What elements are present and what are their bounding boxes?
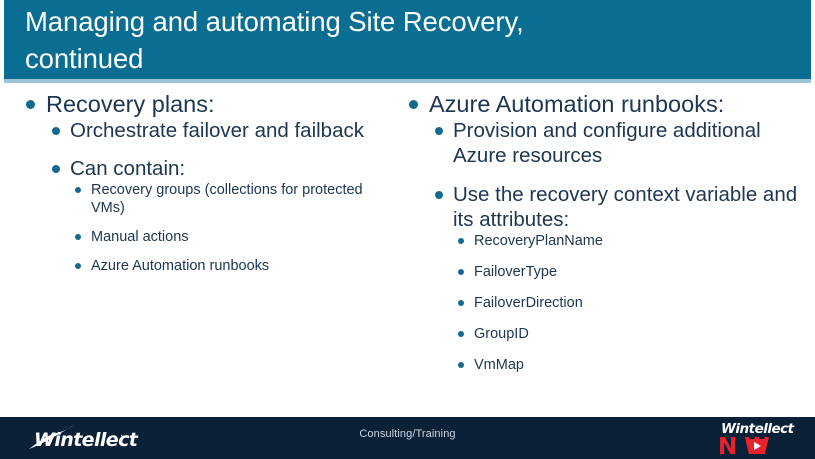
list-item-label: Azure Automation runbooks xyxy=(91,258,270,274)
wintellect-now-wordmark-top: Wintellect xyxy=(721,421,794,437)
list-item: Azure Automation runbooks: Provision and… xyxy=(405,90,805,374)
list-item: GroupID xyxy=(453,325,805,343)
bullet-dot-icon xyxy=(458,238,464,244)
list-item-label: Recovery groups (collections for protect… xyxy=(91,182,363,216)
list-item: Can contain: Recovery groups (collection… xyxy=(46,156,397,275)
list-item-label: VmMap xyxy=(474,357,524,373)
bullet-dot-icon xyxy=(52,165,60,173)
bullet-dot-icon xyxy=(52,127,60,135)
bullet-list-level1-left: Recovery plans: Orchestrate failover and… xyxy=(22,90,397,275)
list-item: Orchestrate failover and failback xyxy=(46,118,397,143)
wintellect-wordmark: Wintellect xyxy=(34,429,138,451)
list-item-label: Manual actions xyxy=(91,229,189,245)
bullet-dot-icon xyxy=(458,269,464,275)
bullet-list-level3-left: Recovery groups (collections for protect… xyxy=(70,181,397,275)
list-item-label: Provision and configure additional Azure… xyxy=(453,119,761,167)
list-item-label: Recovery plans: xyxy=(46,91,215,117)
wintellect-swoosh-icon xyxy=(29,425,74,449)
left-content-column: Recovery plans: Orchestrate failover and… xyxy=(22,90,397,288)
list-item-label: RecoveryPlanName xyxy=(474,233,603,249)
footer-tagline: Consulting/Training xyxy=(359,428,456,440)
bullet-dot-icon xyxy=(26,100,35,109)
bullet-dot-icon xyxy=(75,263,81,269)
list-item-label: Azure Automation runbooks: xyxy=(429,91,725,117)
bullet-list-level2-right: Provision and configure additional Azure… xyxy=(429,118,805,374)
wintellect-logo: Wintellect · xyxy=(28,424,168,454)
list-item: Recovery groups (collections for protect… xyxy=(70,181,397,217)
list-item-label: FailoverDirection xyxy=(474,295,583,311)
bullet-dot-icon xyxy=(458,331,464,337)
list-item-label: Use the recovery context variable and it… xyxy=(453,183,798,231)
list-item-label: Orchestrate failover and failback xyxy=(70,119,364,142)
list-item: FailoverDirection xyxy=(453,294,805,312)
wintellect-registered-mark: · xyxy=(120,430,124,441)
list-item: FailoverType xyxy=(453,263,805,281)
list-item: RecoveryPlanName xyxy=(453,232,805,250)
list-item: Azure Automation runbooks xyxy=(70,257,397,275)
title-band xyxy=(4,0,811,79)
play-triangle-icon xyxy=(754,442,761,450)
list-item: Provision and configure additional Azure… xyxy=(429,118,805,168)
bullet-list-level1-right: Azure Automation runbooks: Provision and… xyxy=(405,90,805,374)
title-underline-accent xyxy=(4,79,811,83)
bullet-dot-icon xyxy=(435,127,443,135)
right-content-column: Azure Automation runbooks: Provision and… xyxy=(405,90,805,388)
bullet-dot-icon xyxy=(75,234,81,240)
list-item-label: GroupID xyxy=(474,326,529,342)
bullet-list-level2-left: Orchestrate failover and failback Can co… xyxy=(46,118,397,275)
bullet-list-level3-right: RecoveryPlanName FailoverType FailoverDi… xyxy=(453,232,805,374)
footer-band xyxy=(0,417,815,459)
list-item: Manual actions xyxy=(70,228,397,246)
bullet-dot-icon xyxy=(458,300,464,306)
list-item: Use the recovery context variable and it… xyxy=(429,182,805,374)
bullet-dot-icon xyxy=(458,362,464,368)
list-item: VmMap xyxy=(453,356,805,374)
list-item: Recovery plans: Orchestrate failover and… xyxy=(22,90,397,275)
bullet-dot-icon xyxy=(75,187,81,193)
bullet-dot-icon xyxy=(435,191,443,199)
wintellect-now-logo: Wintellect N W xyxy=(718,421,800,459)
slide-title: Managing and automating Site Recovery, c… xyxy=(25,6,524,74)
bullet-dot-icon xyxy=(409,100,418,109)
list-item-label: FailoverType xyxy=(474,264,558,280)
list-item-label: Can contain: xyxy=(70,157,186,180)
